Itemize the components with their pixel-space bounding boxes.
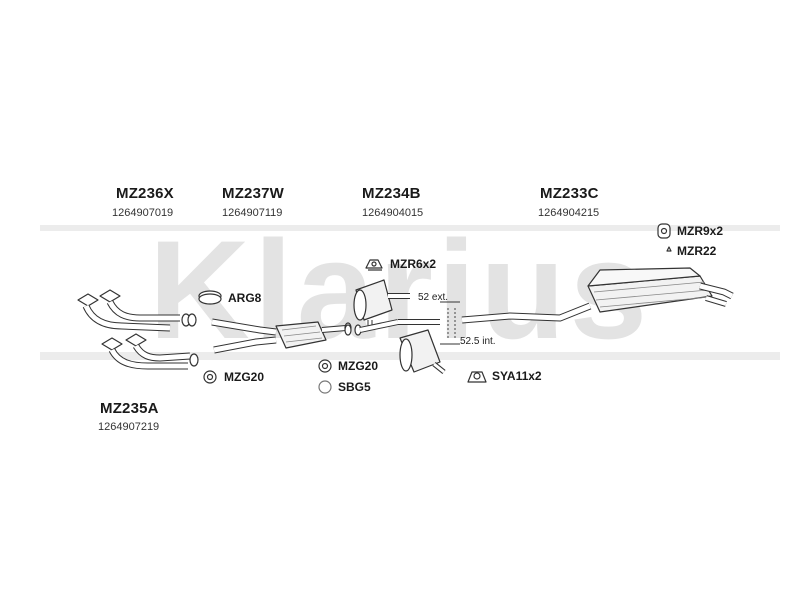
accessory-mzg20-left: MZG20 bbox=[224, 370, 265, 384]
accessory-sya11x2: SYA11x2 bbox=[492, 369, 542, 383]
mzg20-gasket-left-icon bbox=[203, 370, 217, 384]
catalytic-converter-mz237w-illustration bbox=[211, 318, 352, 354]
mzr22-clip-icon bbox=[666, 246, 672, 252]
accessory-mzr9x2: MZR9x2 bbox=[677, 224, 724, 238]
centre-silencer-mz234b-illustration bbox=[344, 279, 446, 374]
pipe-joint-dimension-marks bbox=[440, 301, 460, 345]
part-code-mz233c: MZ233C bbox=[540, 185, 599, 202]
part-code-mz236x: MZ236X bbox=[116, 185, 174, 202]
mzg20-gasket-mid-icon bbox=[318, 359, 332, 373]
part-code-mz235a: MZ235A bbox=[100, 400, 159, 417]
part-number-mz233c: 1264904215 bbox=[538, 207, 600, 219]
part-number-mz234b: 1264904015 bbox=[362, 207, 424, 219]
front-pipe-mz235a-illustration bbox=[101, 333, 199, 370]
front-pipe-mz236x-illustration bbox=[77, 289, 197, 332]
sbg5-ring-icon bbox=[318, 380, 332, 394]
accessory-arg8: ARG8 bbox=[228, 291, 262, 305]
rear-silencer-mz233c-illustration bbox=[461, 267, 734, 324]
accessory-mzr22: MZR22 bbox=[677, 244, 717, 258]
part-number-mz237w: 1264907119 bbox=[222, 207, 283, 219]
mzr9x2-rubber-mount-icon bbox=[657, 223, 671, 239]
arg8-ring-icon bbox=[198, 290, 222, 305]
dimension-ext: 52 ext. bbox=[418, 292, 449, 303]
accessory-sbg5: SBG5 bbox=[338, 380, 371, 394]
dimension-int: 52.5 int. bbox=[460, 336, 496, 347]
mzr6x2-rubber-mount-icon bbox=[365, 259, 383, 271]
part-number-mz235a: 1264907219 bbox=[98, 421, 160, 433]
klarius-watermark: Klarius bbox=[149, 211, 652, 368]
part-number-mz236x: 1264907019 bbox=[112, 207, 174, 219]
accessory-mzg20-mid: MZG20 bbox=[338, 359, 379, 373]
watermark-bar-top bbox=[40, 225, 780, 231]
sya11x2-hanger-icon bbox=[467, 371, 487, 383]
part-code-mz237w: MZ237W bbox=[222, 185, 285, 202]
part-code-mz234b: MZ234B bbox=[362, 185, 421, 202]
accessory-mzr6x2: MZR6x2 bbox=[390, 257, 437, 271]
